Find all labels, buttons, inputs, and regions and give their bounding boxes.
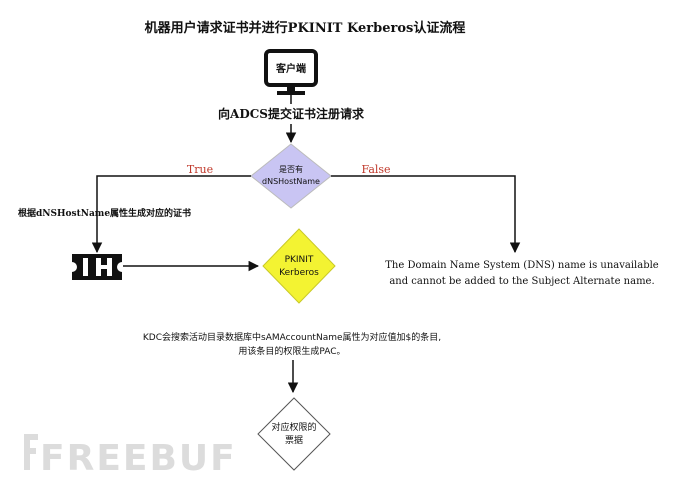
pkinit-label-line1: PKINIT [285, 255, 314, 265]
pkinit-label-line2: Kerberos [279, 268, 319, 278]
client-label: 客户端 [275, 62, 306, 75]
false-result-line1: The Domain Name System (DNS) name is una… [385, 260, 659, 271]
true-action-label: 根据dNSHostName属性生成对应的证书 [18, 207, 191, 219]
request-step-label: 向ADCS提交证书注册请求 [218, 106, 365, 121]
watermark: FREEBUF [24, 434, 237, 479]
true-branch-line [91, 175, 251, 254]
true-branch-label: True [187, 163, 213, 176]
pkinit-diamond [262, 228, 336, 304]
ticket-diamond [257, 397, 331, 471]
monitor-icon [264, 49, 318, 95]
false-branch-line [331, 175, 521, 254]
kdc-description-line2: 用该条目的权限生成PAC。 [238, 345, 345, 357]
decision-label-line1: 是否有 [279, 164, 303, 174]
diagram-title: 机器用户请求证书并进行PKINIT Kerberos认证流程 [145, 20, 466, 36]
false-result-line2: and cannot be added to the Subject Alter… [389, 276, 654, 287]
decision-diamond [250, 143, 332, 209]
ticket-label-line1: 对应权限的 [271, 421, 316, 433]
decision-label-line2: dNSHostName [262, 177, 320, 186]
certificate-icon [72, 254, 122, 280]
ticket-label-line2: 票据 [285, 434, 303, 446]
kdc-description-line1: KDC会搜索活动目录数据库中sAMAccountName属性为对应值加$的条目, [143, 331, 441, 343]
watermark-text: FREEBUF [40, 438, 237, 479]
false-branch-label: False [361, 163, 390, 176]
